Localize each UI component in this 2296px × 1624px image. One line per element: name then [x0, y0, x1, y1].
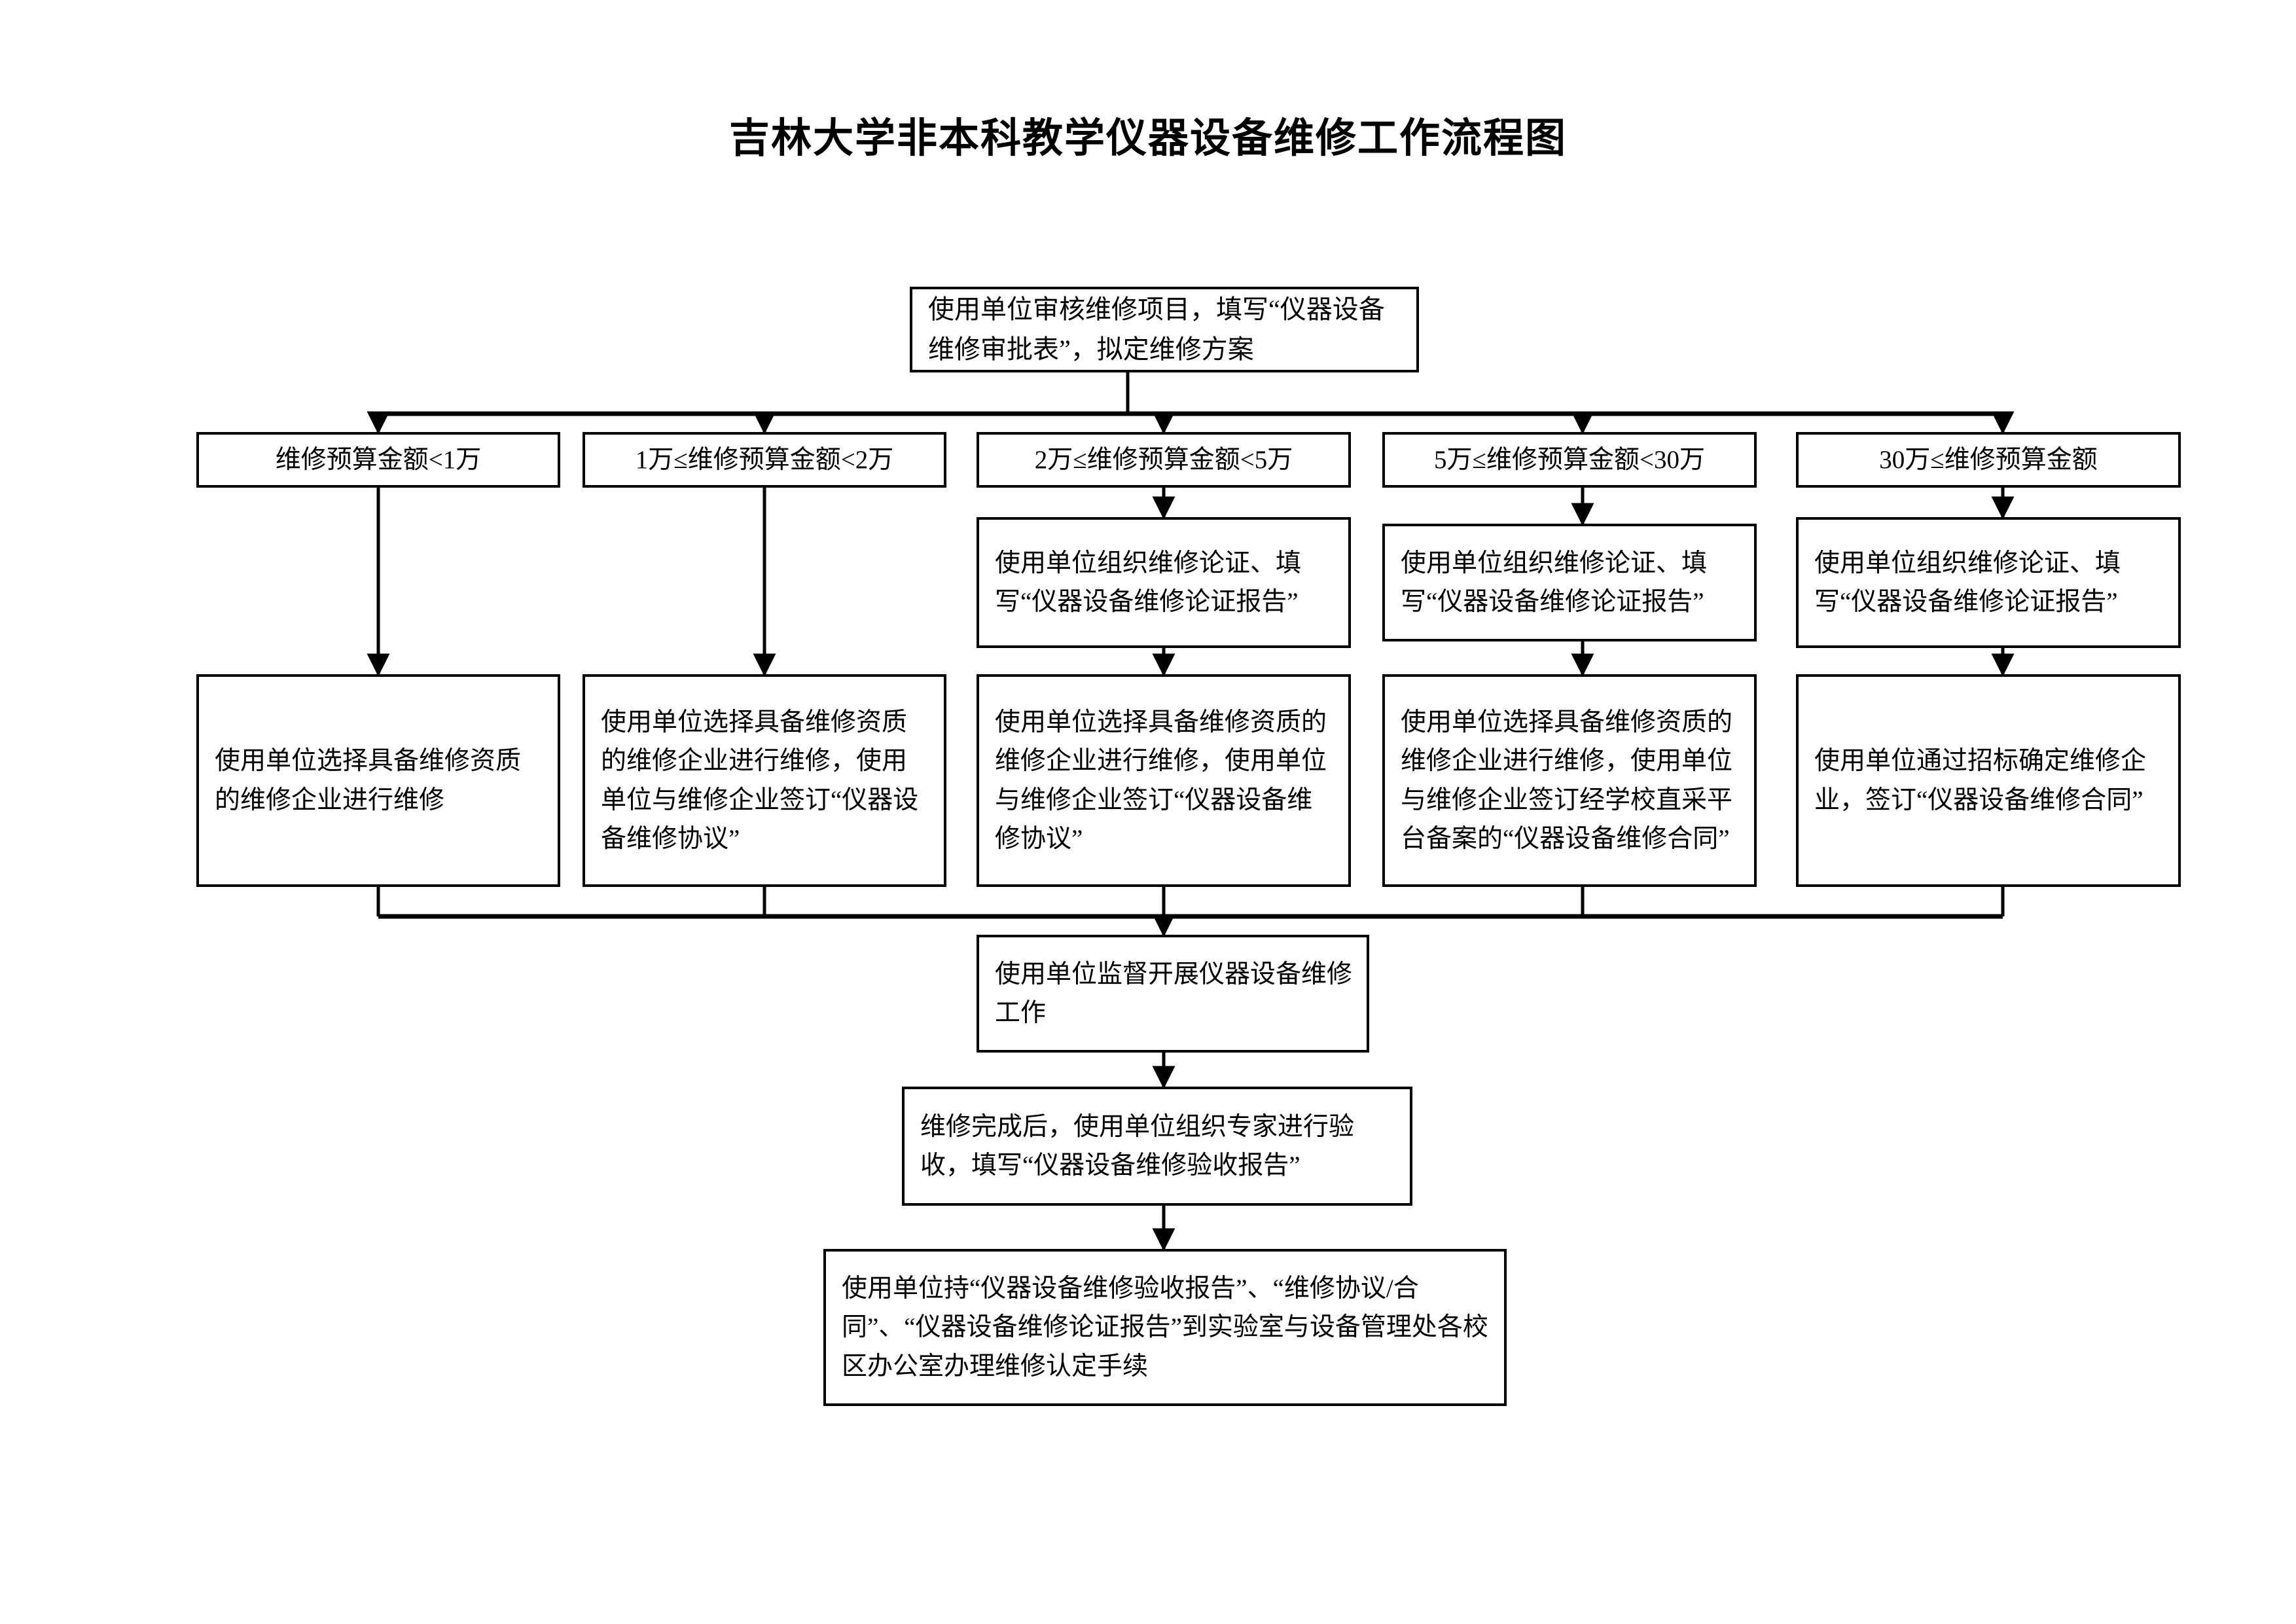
node-start[interactable]: 使用单位审核维修项目，填写“仪器设备维修审批表”，拟定维修方案 [910, 287, 1419, 372]
node-review-3[interactable]: 使用单位组织维修论证、填写“仪器设备维修论证报告” [977, 517, 1351, 648]
node-start-label: 使用单位审核维修项目，填写“仪器设备维修审批表”，拟定维修方案 [928, 294, 1385, 364]
node-supervise[interactable]: 使用单位监督开展仪器设备维修工作 [977, 935, 1369, 1053]
node-action-1[interactable]: 使用单位选择具备维修资质的维修企业进行维修 [196, 674, 560, 887]
node-action-1-label: 使用单位选择具备维修资质的维修企业进行维修 [215, 747, 522, 814]
node-action-3[interactable]: 使用单位选择具备维修资质的维修企业进行维修，使用单位与维修企业签订“仪器设备维修… [977, 674, 1351, 887]
node-filing[interactable]: 使用单位持“仪器设备维修验收报告”、“维修协议/合同”、“仪器设备维修论证报告”… [823, 1249, 1507, 1406]
node-action-4-label: 使用单位选择具备维修资质的维修企业进行维修，使用单位与维修企业签订经学校直采平台… [1401, 708, 1733, 853]
node-tier-2[interactable]: 1万≤维修预算金额<2万 [583, 432, 946, 488]
node-acceptance[interactable]: 维修完成后，使用单位组织专家进行验收，填写“仪器设备维修验收报告” [902, 1087, 1412, 1206]
node-action-5[interactable]: 使用单位通过招标确定维修企业，签订“仪器设备维修合同” [1796, 674, 2181, 887]
node-tier-1-label: 维修预算金额<1万 [275, 445, 482, 474]
node-filing-label: 使用单位持“仪器设备维修验收报告”、“维修协议/合同”、“仪器设备维修论证报告”… [842, 1274, 1488, 1380]
node-action-2-label: 使用单位选择具备维修资质的维修企业进行维修，使用单位与维修企业签订“仪器设备维修… [601, 708, 919, 853]
node-tier-3-label: 2万≤维修预算金额<5万 [1034, 445, 1293, 474]
node-review-3-label: 使用单位组织维修论证、填写“仪器设备维修论证报告” [995, 549, 1302, 616]
node-review-5-label: 使用单位组织维修论证、填写“仪器设备维修论证报告” [1814, 549, 2121, 616]
node-review-4-label: 使用单位组织维修论证、填写“仪器设备维修论证报告” [1401, 549, 1708, 616]
node-action-2[interactable]: 使用单位选择具备维修资质的维修企业进行维修，使用单位与维修企业签订“仪器设备维修… [583, 674, 946, 887]
node-review-4[interactable]: 使用单位组织维修论证、填写“仪器设备维修论证报告” [1382, 524, 1757, 641]
node-tier-2-label: 1万≤维修预算金额<2万 [635, 445, 894, 474]
node-tier-5-label: 30万≤维修预算金额 [1879, 445, 2098, 474]
node-action-4[interactable]: 使用单位选择具备维修资质的维修企业进行维修，使用单位与维修企业签订经学校直采平台… [1382, 674, 1757, 887]
node-tier-4[interactable]: 5万≤维修预算金额<30万 [1382, 432, 1757, 488]
node-supervise-label: 使用单位监督开展仪器设备维修工作 [995, 960, 1353, 1027]
node-review-5[interactable]: 使用单位组织维修论证、填写“仪器设备维修论证报告” [1796, 517, 2181, 648]
node-action-3-label: 使用单位选择具备维修资质的维修企业进行维修，使用单位与维修企业签订“仪器设备维修… [995, 708, 1327, 853]
node-action-5-label: 使用单位通过招标确定维修企业，签订“仪器设备维修合同” [1814, 747, 2147, 814]
node-tier-5[interactable]: 30万≤维修预算金额 [1796, 432, 2181, 488]
node-acceptance-label: 维修完成后，使用单位组织专家进行验收，填写“仪器设备维修验收报告” [920, 1112, 1355, 1180]
node-tier-1[interactable]: 维修预算金额<1万 [196, 432, 560, 488]
page-title: 吉林大学非本科教学仪器设备维修工作流程图 [728, 117, 1567, 161]
node-tier-3[interactable]: 2万≤维修预算金额<5万 [977, 432, 1351, 488]
node-tier-4-label: 5万≤维修预算金额<30万 [1434, 445, 1705, 474]
